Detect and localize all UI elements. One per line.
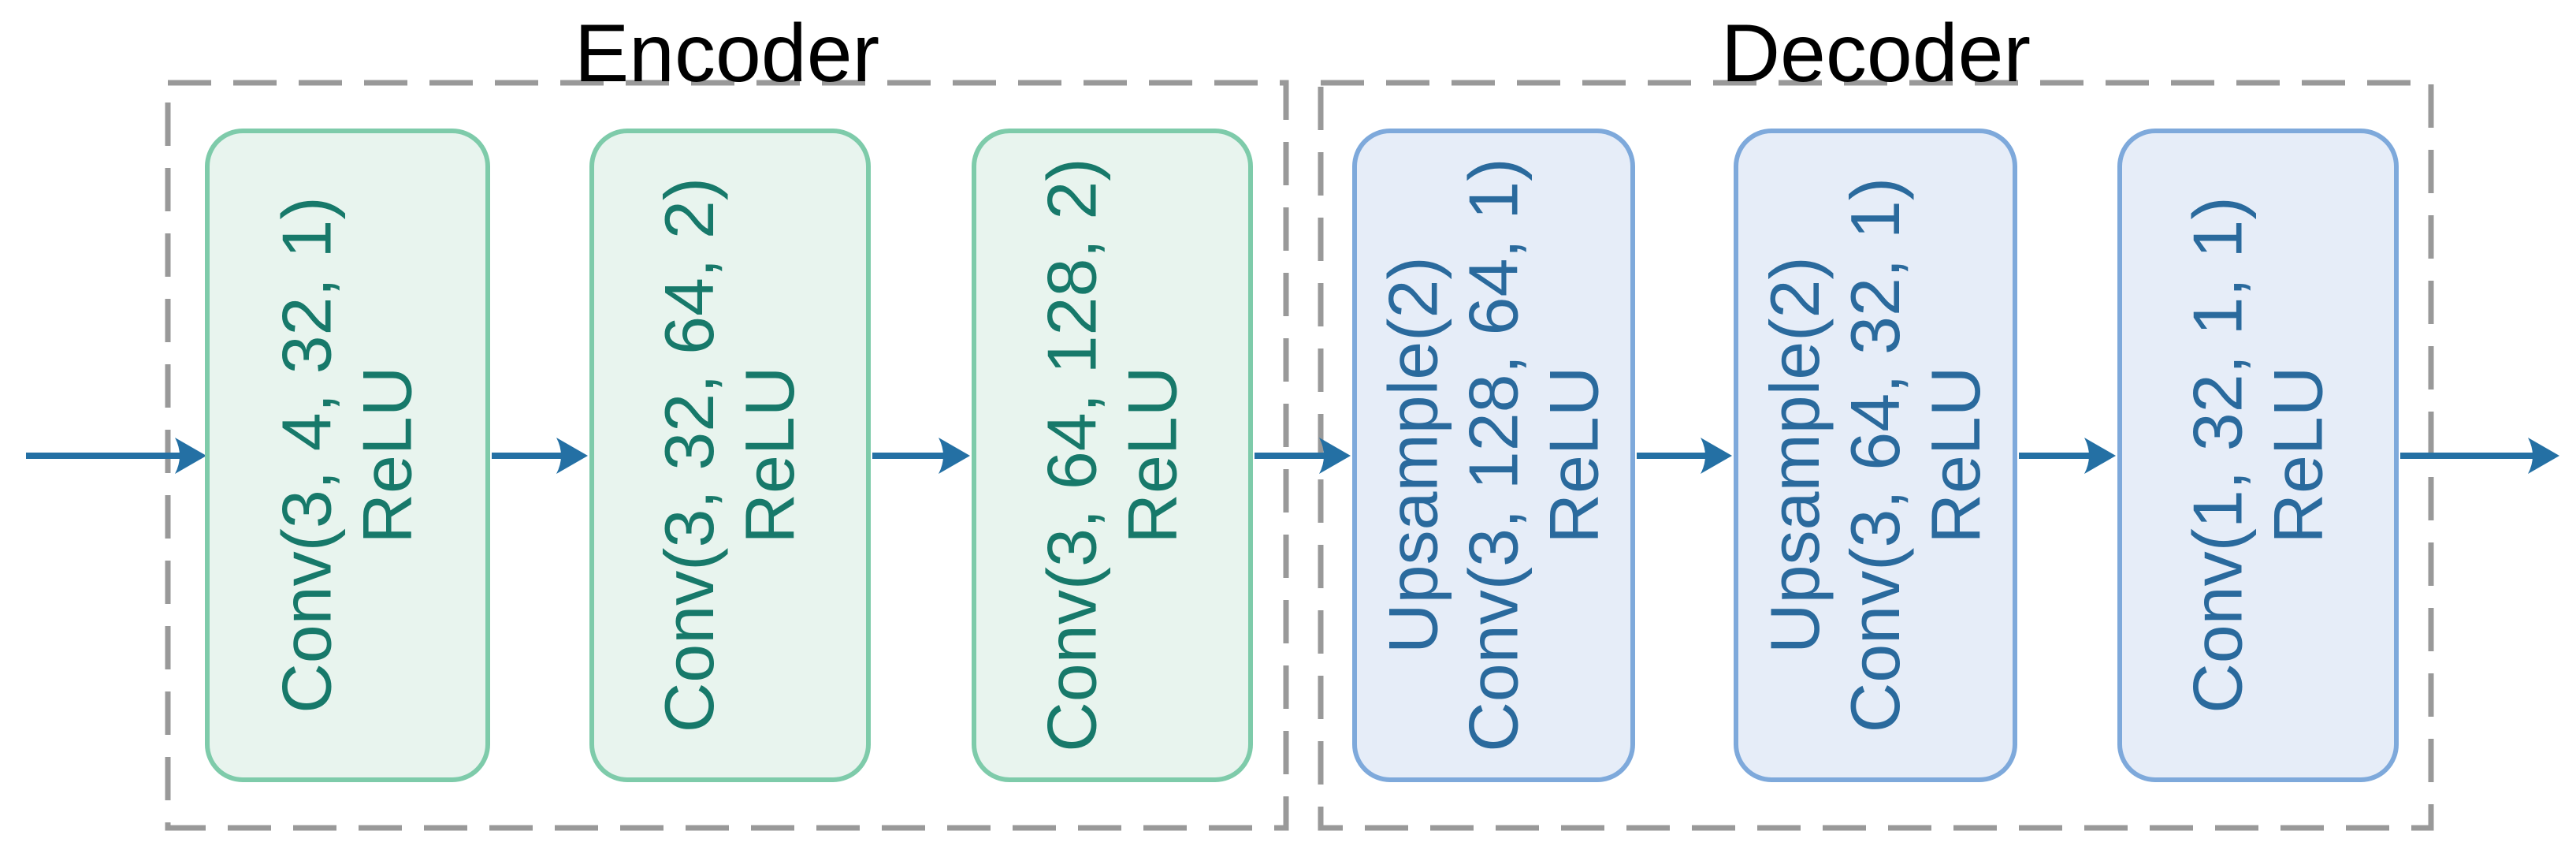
flow-arrow-dec1-dec2	[1637, 438, 1732, 474]
block-label-line: Conv(1, 32, 1, 1)	[2178, 196, 2257, 714]
block-label-line: Upsample(2)	[1755, 256, 1834, 654]
block-label-line: Upsample(2)	[1373, 256, 1452, 654]
block-label-line: ReLU	[730, 367, 809, 544]
flow-arrow-input	[26, 438, 206, 474]
decoder-block-2-label: Upsample(2) Conv(3, 64, 32, 1) ReLU	[1755, 177, 1996, 732]
block-label-line: Conv(3, 64, 128, 2)	[1032, 158, 1111, 753]
encoder-block-1: Conv(3, 4, 32, 1) ReLU	[205, 129, 490, 782]
encoder-block-2-label: Conv(3, 32, 64, 2) ReLU	[649, 177, 810, 732]
block-label-line: ReLU	[1534, 367, 1613, 544]
block-label-line: ReLU	[1113, 367, 1191, 544]
block-label-line: Conv(3, 4, 32, 1)	[267, 196, 346, 714]
flow-arrow-dec2-dec3	[2019, 438, 2116, 474]
encoder-title: Encoder	[574, 8, 880, 99]
flow-arrow-enc1-enc2	[492, 438, 588, 474]
block-label-line: ReLU	[1916, 367, 1995, 544]
encoder-block-1-label: Conv(3, 4, 32, 1) ReLU	[267, 197, 428, 714]
block-label-line: ReLU	[348, 367, 427, 544]
encoder-block-3: Conv(3, 64, 128, 2) ReLU	[972, 129, 1253, 782]
encoder-block-3-label: Conv(3, 64, 128, 2) ReLU	[1032, 158, 1192, 752]
decoder-title: Decoder	[1720, 8, 2031, 99]
decoder-block-3: Conv(1, 32, 1, 1) ReLU	[2117, 129, 2399, 782]
decoder-block-3-label: Conv(1, 32, 1, 1) ReLU	[2177, 197, 2338, 714]
encoder-block-2: Conv(3, 32, 64, 2) ReLU	[589, 129, 871, 782]
flow-arrow-enc2-enc3	[872, 438, 970, 474]
block-label-line: Conv(3, 128, 64, 1)	[1454, 158, 1533, 753]
decoder-block-1: Upsample(2) Conv(3, 128, 64, 1) ReLU	[1352, 129, 1635, 782]
block-label-line: Conv(3, 64, 32, 1)	[1835, 177, 1914, 733]
flow-arrow-output	[2400, 438, 2559, 474]
decoder-block-2: Upsample(2) Conv(3, 64, 32, 1) ReLU	[1734, 129, 2017, 782]
block-label-line: Conv(3, 32, 64, 2)	[650, 177, 729, 733]
decoder-block-1-label: Upsample(2) Conv(3, 128, 64, 1) ReLU	[1373, 158, 1614, 752]
block-label-line: ReLU	[2258, 367, 2337, 544]
flow-arrow-enc3-dec1	[1255, 438, 1351, 474]
